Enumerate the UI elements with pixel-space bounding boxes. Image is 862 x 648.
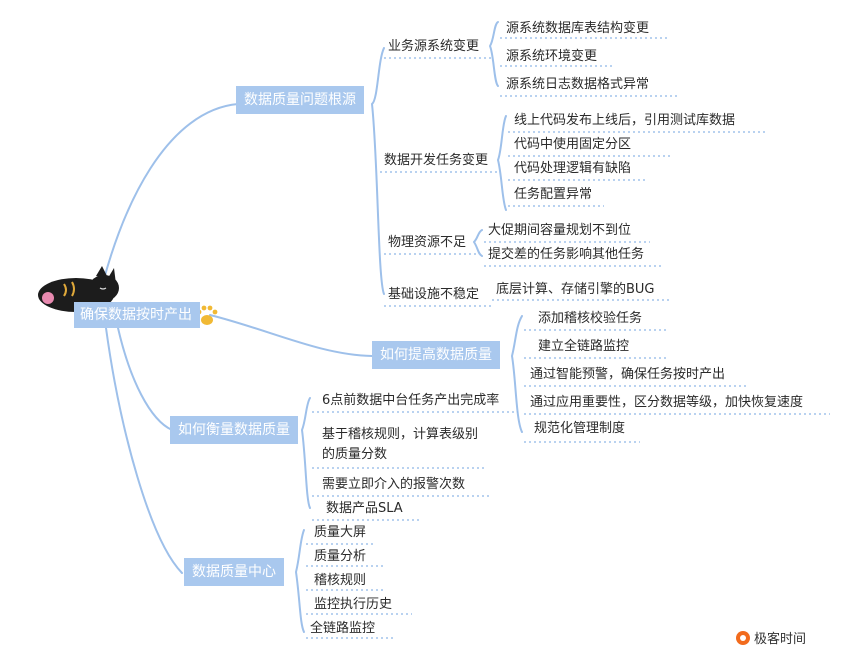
bracket-dev xyxy=(497,115,507,211)
item[interactable]: 的质量分数 xyxy=(322,447,388,462)
bracket-center xyxy=(295,529,305,633)
branch-quality-root-cause[interactable]: 数据质量问题根源 xyxy=(236,86,364,114)
item[interactable]: 建立全链路监控 xyxy=(538,339,630,354)
branch-quality-center[interactable]: 数据质量中心 xyxy=(184,558,284,586)
item[interactable]: 质量分析 xyxy=(314,549,367,564)
item[interactable]: 代码处理逻辑有缺陷 xyxy=(514,161,632,176)
item[interactable]: 大促期间容量规划不到位 xyxy=(488,223,632,238)
group-physical-resource[interactable]: 物理资源不足 xyxy=(388,235,467,250)
branch-line-center xyxy=(105,327,183,574)
branch-line-measure xyxy=(117,327,173,431)
branch-measure-quality[interactable]: 如何衡量数据质量 xyxy=(170,416,298,444)
group-dev-task[interactable]: 数据开发任务变更 xyxy=(384,153,489,168)
item[interactable]: 6点前数据中台任务产出完成率 xyxy=(322,393,500,408)
item[interactable]: 全链路监控 xyxy=(310,621,376,636)
black-cat-icon xyxy=(38,266,119,312)
bracket-improve xyxy=(511,315,523,433)
item[interactable]: 基于稽核规则，计算表级别 xyxy=(322,427,479,442)
item[interactable]: 源系统环境变更 xyxy=(506,49,598,64)
brand-name: 极客时间 xyxy=(754,632,807,647)
item[interactable]: 通过智能预警，确保任务按时产出 xyxy=(530,367,726,382)
item[interactable]: 通过应用重要性，区分数据等级，加快恢复速度 xyxy=(530,395,804,410)
branch-improve-quality[interactable]: 如何提高数据质量 xyxy=(372,341,500,369)
item[interactable]: 添加稽核校验任务 xyxy=(538,311,643,326)
root-node[interactable]: 确保数据按时产出 xyxy=(74,302,200,328)
bracket-source xyxy=(371,47,385,295)
bracket-measure xyxy=(301,397,311,509)
item[interactable]: 规范化管理制度 xyxy=(534,421,626,436)
item[interactable]: 监控执行历史 xyxy=(314,597,393,612)
group-business-source[interactable]: 业务源系统变更 xyxy=(388,39,480,54)
geekbang-logo-icon xyxy=(736,630,750,645)
branch-line-root xyxy=(95,103,239,313)
item[interactable]: 线上代码发布上线后，引用测试库数据 xyxy=(514,113,736,128)
item[interactable]: 源系统数据库表结构变更 xyxy=(506,21,650,36)
item[interactable]: 需要立即介入的报警次数 xyxy=(322,477,466,492)
item[interactable]: 质量大屏 xyxy=(314,525,367,540)
item[interactable]: 稽核规则 xyxy=(314,573,367,588)
bracket-resource xyxy=(473,229,483,257)
item[interactable]: 代码中使用固定分区 xyxy=(514,137,632,152)
item[interactable]: 源系统日志数据格式异常 xyxy=(506,77,650,92)
item[interactable]: 底层计算、存储引擎的BUG xyxy=(496,282,655,297)
group-infrastructure[interactable]: 基础设施不稳定 xyxy=(388,287,480,302)
item[interactable]: 数据产品SLA xyxy=(326,501,403,516)
item[interactable]: 任务配置异常 xyxy=(514,187,593,202)
item[interactable]: 提交差的任务影响其他任务 xyxy=(488,247,645,262)
geekbang-logo: 极客时间 xyxy=(736,628,806,647)
branch-line-improve xyxy=(209,314,373,357)
bracket-business xyxy=(489,21,499,87)
